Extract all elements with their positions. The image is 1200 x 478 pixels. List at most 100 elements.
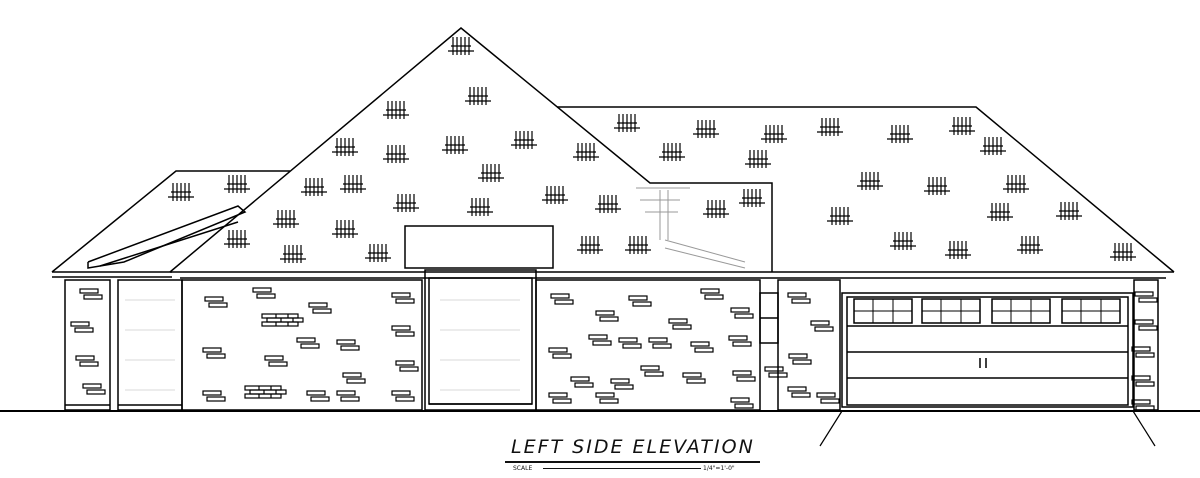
shingle-mark xyxy=(478,164,504,182)
brick-mark xyxy=(787,292,811,304)
shingle-mark xyxy=(890,232,916,250)
brick-cluster xyxy=(244,385,287,399)
brick-mark xyxy=(732,370,756,382)
brick-mark xyxy=(391,390,415,402)
title-underline xyxy=(505,461,760,463)
brick-mark xyxy=(816,392,840,404)
shingle-mark xyxy=(625,236,651,254)
shingle-mark xyxy=(465,87,491,105)
drawing-title-block: LEFT SIDE ELEVATION SCALE 1/4"=1'-0" xyxy=(505,436,760,477)
brick-mark xyxy=(391,292,415,304)
shingle-mark xyxy=(703,200,729,218)
garage-door xyxy=(841,292,1134,408)
brick-mark xyxy=(548,392,572,404)
shingle-mark xyxy=(168,183,194,201)
shingle-mark xyxy=(827,207,853,225)
brick-mark xyxy=(648,337,672,349)
brick-mark xyxy=(628,295,652,307)
shingle-mark xyxy=(949,117,975,135)
roof-shingle-marks xyxy=(168,37,1136,263)
brick-mark xyxy=(682,372,706,384)
brick-mark xyxy=(391,325,415,337)
brick-mark xyxy=(595,392,619,404)
shingle-mark xyxy=(1056,202,1082,220)
brick-marks xyxy=(70,287,1158,411)
shingle-mark xyxy=(693,120,719,138)
brick-mark xyxy=(548,347,572,359)
shingle-mark xyxy=(1017,236,1043,254)
brick-mark xyxy=(550,293,574,305)
shingle-mark xyxy=(1003,175,1029,193)
brick-mark xyxy=(1134,319,1158,331)
brick-mark xyxy=(75,355,99,367)
scale-value: 1/4"=1'-0" xyxy=(703,465,735,472)
shingle-mark xyxy=(945,241,971,259)
brick-mark xyxy=(730,397,754,409)
brick-mark xyxy=(668,318,692,330)
shingle-mark xyxy=(448,37,474,55)
shingle-mark xyxy=(595,195,621,213)
shingle-mark xyxy=(332,138,358,156)
garage-hip-roof xyxy=(557,106,1175,279)
brick-mark xyxy=(252,287,276,299)
shingle-mark xyxy=(273,210,299,228)
roof-box xyxy=(404,225,554,269)
drawing-title: LEFT SIDE ELEVATION xyxy=(511,436,755,458)
brick-mark xyxy=(336,390,360,402)
brick-mark xyxy=(202,390,226,402)
shingle-mark xyxy=(511,131,537,149)
shingle-mark xyxy=(887,125,913,143)
garage-window-muntins xyxy=(854,299,1120,323)
shingle-mark xyxy=(365,244,391,262)
shingle-mark xyxy=(745,150,771,168)
shingle-mark xyxy=(383,101,409,119)
scale-line xyxy=(543,468,701,469)
brick-mark xyxy=(204,296,228,308)
brick-mark xyxy=(810,320,834,332)
shingle-mark xyxy=(857,172,883,190)
brick-mark xyxy=(79,288,103,300)
left-wing-roof xyxy=(51,170,290,278)
brick-mark xyxy=(264,355,288,367)
panel-hatching xyxy=(125,299,520,391)
brick-mark xyxy=(1131,399,1155,411)
brick-mark xyxy=(342,372,366,384)
brick-mark xyxy=(336,339,360,351)
shingle-mark xyxy=(817,118,843,136)
brick-mark xyxy=(1134,291,1158,303)
shingle-mark xyxy=(542,186,568,204)
brick-mark xyxy=(640,365,664,377)
brick-mark xyxy=(308,302,332,314)
brick-mark xyxy=(395,360,419,372)
brick-mark xyxy=(595,310,619,322)
shingle-mark xyxy=(614,114,640,132)
wall-outlines xyxy=(64,269,1159,411)
shingle-mark xyxy=(659,143,685,161)
brick-mark xyxy=(82,383,106,395)
brick-mark xyxy=(1131,346,1155,358)
shingle-mark xyxy=(980,137,1006,155)
shingle-mark xyxy=(383,145,409,163)
background-roof-lines xyxy=(636,187,746,269)
brick-mark xyxy=(70,321,94,333)
shingle-mark xyxy=(224,230,250,248)
shingle-mark xyxy=(301,178,327,196)
brick-cluster xyxy=(261,313,304,327)
brick-mark xyxy=(296,337,320,349)
brick-mark xyxy=(728,335,752,347)
brick-mark xyxy=(610,378,634,390)
brick-mark xyxy=(764,366,788,378)
brick-mark xyxy=(202,347,226,359)
brick-mark xyxy=(787,386,811,398)
brick-mark xyxy=(730,307,754,319)
brick-mark xyxy=(306,390,330,402)
brick-mark xyxy=(788,353,812,365)
shingle-mark xyxy=(739,189,765,207)
shingle-mark xyxy=(573,143,599,161)
brick-mark xyxy=(1131,375,1155,387)
shingle-mark xyxy=(280,245,306,263)
shingle-mark xyxy=(332,220,358,238)
brick-mark xyxy=(588,334,612,346)
brick-mark xyxy=(570,376,594,388)
